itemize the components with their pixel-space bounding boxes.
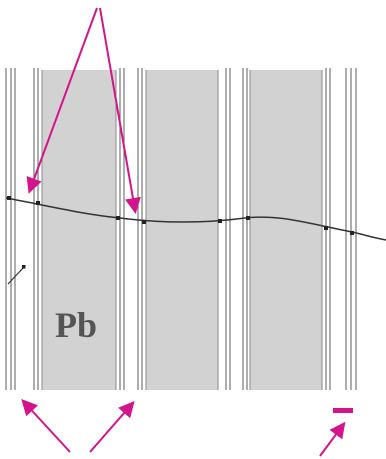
- top-arrow-right: [99, 7, 141, 214]
- band-edges: [41, 70, 323, 390]
- curve-point: [324, 226, 328, 230]
- top-arrow-left: [26, 7, 98, 194]
- curve-points: [7, 196, 354, 235]
- stray-point: [22, 265, 26, 269]
- curve-point: [218, 219, 222, 223]
- vertical-stripes: [5, 68, 357, 390]
- annotation-arrows: [21, 7, 346, 457]
- curve-point: [350, 231, 354, 235]
- curve-point: [36, 201, 40, 205]
- bottom-arrow-left: [21, 399, 71, 453]
- band-2: [146, 70, 218, 390]
- bottom-arrow-far-right: [319, 421, 346, 457]
- bottom-arrow-right: [89, 400, 135, 453]
- trajectory-curve: [5, 197, 386, 241]
- curve-point: [116, 216, 120, 220]
- dash-marker: [333, 408, 353, 413]
- curve-point: [246, 216, 250, 220]
- stray-track: [7, 266, 25, 285]
- curve-point: [142, 220, 146, 224]
- material-label: Pb: [55, 305, 97, 345]
- band-3: [250, 70, 322, 390]
- curve-point: [7, 196, 11, 200]
- shaded-bands: [42, 70, 322, 390]
